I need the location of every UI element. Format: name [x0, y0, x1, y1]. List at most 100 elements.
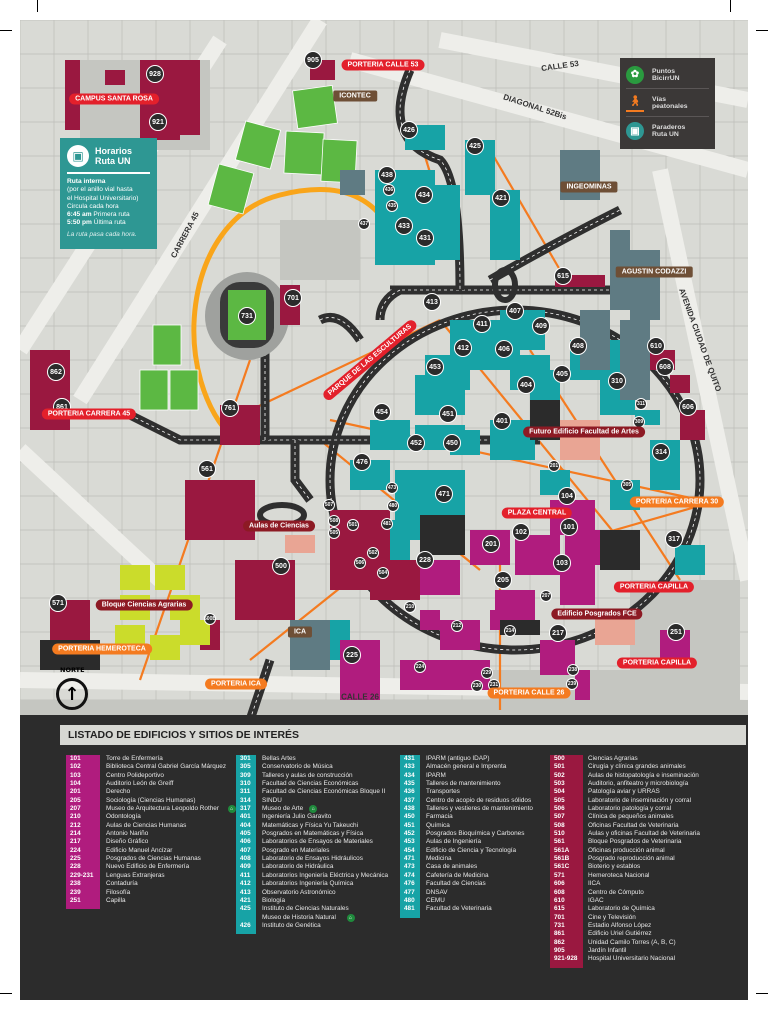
building-badge-453[interactable]: 453 — [426, 358, 444, 376]
building-badge-500B[interactable]: 500B — [204, 613, 216, 625]
porteria-label[interactable]: PORTERIA CARRERA 45 — [41, 408, 137, 420]
building-badge-480[interactable]: 480 — [387, 500, 399, 512]
porteria-label[interactable]: PORTERIA ICA — [205, 678, 267, 690]
building-badge-561[interactable]: 561 — [198, 460, 216, 478]
building-badge-501[interactable]: 501 — [347, 519, 359, 531]
building-badge-214[interactable]: 214 — [504, 625, 516, 637]
porteria-label[interactable]: PORTERIA CALLE 26 — [487, 687, 571, 699]
building-badge-411[interactable]: 411 — [473, 315, 491, 333]
building-badge-508[interactable]: 508 — [328, 515, 340, 527]
building-badge-251[interactable]: 251 — [667, 623, 685, 641]
place-label[interactable]: PLAZA CENTRAL — [501, 507, 573, 519]
building-badge-104[interactable]: 104 — [558, 487, 576, 505]
building-badge-452[interactable]: 452 — [407, 434, 425, 452]
building-badge-210[interactable]: 210 — [404, 601, 416, 613]
building-badge-311[interactable]: 311 — [635, 398, 647, 410]
building-badge-433[interactable]: 433 — [395, 217, 413, 235]
building-badge-305[interactable]: 305 — [621, 479, 633, 491]
building-badge-407[interactable]: 407 — [506, 302, 524, 320]
building-name: Bloque Posgrados de Veterinaria — [588, 838, 682, 846]
building-badge-103[interactable]: 103 — [553, 554, 571, 572]
building-badge-238[interactable]: 238 — [567, 664, 579, 676]
building-badge-426[interactable]: 426 — [400, 121, 418, 139]
building-badge-761[interactable]: 761 — [221, 399, 239, 417]
building-badge-310[interactable]: 310 — [608, 372, 626, 390]
building-badge-505[interactable]: 505 — [328, 527, 340, 539]
building-badge-435[interactable]: 435 — [386, 200, 398, 212]
building-badge-431[interactable]: 431 — [416, 229, 434, 247]
building-badge-405[interactable]: 405 — [553, 365, 571, 383]
building-badge-905[interactable]: 905 — [304, 51, 322, 69]
building-badge-436[interactable]: 436 — [383, 184, 395, 196]
building-badge-205[interactable]: 205 — [494, 571, 512, 589]
building-badge-571[interactable]: 571 — [49, 594, 67, 612]
building-badge-201[interactable]: 201 — [548, 460, 560, 472]
building-badge-437[interactable]: 437 — [358, 218, 370, 230]
building-badge-615[interactable]: 615 — [554, 267, 572, 285]
building-badge-317[interactable]: 317 — [665, 530, 683, 548]
building-badge-224[interactable]: 224 — [414, 661, 426, 673]
porteria-label[interactable]: PORTERIA HEMEROTECA — [52, 643, 152, 655]
building-badge-451[interactable]: 451 — [439, 405, 457, 423]
building-name: Ingeniería Julio Garavito — [262, 813, 332, 821]
building-badge-401[interactable]: 401 — [493, 412, 511, 430]
porteria-label[interactable]: PORTERIA CAPILLA — [613, 581, 695, 593]
building-badge-450[interactable]: 450 — [443, 434, 461, 452]
porteria-label[interactable]: PORTERIA CAPILLA — [616, 657, 698, 669]
place-label[interactable]: Bloque Ciencias Agrarias — [95, 599, 193, 611]
place-label[interactable]: ICA — [287, 626, 313, 638]
building-badge-230[interactable]: 230 — [471, 680, 483, 692]
building-name: Museo de Historia Natural — [262, 913, 336, 921]
place-label[interactable]: INGEOMINAS — [560, 181, 618, 193]
building-badge-412[interactable]: 412 — [454, 339, 472, 357]
place-label[interactable]: Edificio Posgrados FCE — [551, 608, 643, 620]
building-badge-314[interactable]: 314 — [652, 443, 670, 461]
building-badge-101[interactable]: 101 — [560, 518, 578, 536]
building-badge-239[interactable]: 239 — [566, 678, 578, 690]
building-badge-229[interactable]: 229 — [481, 667, 493, 679]
building-badge-610[interactable]: 610 — [647, 337, 665, 355]
porteria-label[interactable]: PORTERIA CALLE 53 — [341, 59, 425, 71]
building-badge-731[interactable]: 731 — [238, 307, 256, 325]
building-badge-406[interactable]: 406 — [495, 340, 513, 358]
building-badge-201[interactable]: 201 — [482, 535, 500, 553]
building-badge-507[interactable]: 507 — [323, 499, 335, 511]
building-badge-438[interactable]: 438 — [378, 166, 396, 184]
building-badge-481[interactable]: 481 — [381, 518, 393, 530]
building-badge-404[interactable]: 404 — [517, 376, 535, 394]
building-badge-434[interactable]: 434 — [415, 186, 433, 204]
building-badge-701[interactable]: 701 — [284, 289, 302, 307]
building-badge-102[interactable]: 102 — [512, 523, 530, 541]
place-label[interactable]: Futuro Edificio Facultad de Artes — [523, 426, 645, 438]
building-badge-471[interactable]: 471 — [435, 485, 453, 503]
building-badge-409[interactable]: 409 — [532, 317, 550, 335]
building-badge-502[interactable]: 502 — [367, 547, 379, 559]
building-badge-473[interactable]: 473 — [386, 482, 398, 494]
building-badge-500[interactable]: 500 — [272, 557, 290, 575]
building-badge-921[interactable]: 921 — [149, 113, 167, 131]
building-badge-506[interactable]: 506 — [354, 557, 366, 569]
building-badge-421[interactable]: 421 — [492, 189, 510, 207]
building-badge-413[interactable]: 413 — [423, 293, 441, 311]
porteria-label[interactable]: PORTERIA CARRERA 30 — [629, 496, 725, 508]
building-badge-408[interactable]: 408 — [569, 337, 587, 355]
place-label[interactable]: CAMPUS SANTA ROSA — [69, 93, 159, 105]
building-badge-207[interactable]: 207 — [540, 590, 552, 602]
place-label[interactable]: ICONTEC — [333, 90, 377, 102]
building-badge-606[interactable]: 606 — [679, 398, 697, 416]
place-label[interactable]: Aulas de Ciencias — [243, 520, 315, 532]
building-badge-928[interactable]: 928 — [146, 65, 164, 83]
building-badge-608[interactable]: 608 — [656, 358, 674, 376]
building-badge-454[interactable]: 454 — [373, 403, 391, 421]
building-badge-476[interactable]: 476 — [353, 453, 371, 471]
building-badge-212[interactable]: 212 — [451, 620, 463, 632]
building-badge-862[interactable]: 862 — [47, 363, 65, 381]
building-badge-504[interactable]: 504 — [377, 567, 389, 579]
building-badge-217[interactable]: 217 — [549, 624, 567, 642]
place-label[interactable]: AGUSTIN CODAZZI — [615, 266, 693, 278]
building-badge-228[interactable]: 228 — [416, 551, 434, 569]
building-badge-425[interactable]: 425 — [466, 137, 484, 155]
building-badge-225[interactable]: 225 — [343, 646, 361, 664]
